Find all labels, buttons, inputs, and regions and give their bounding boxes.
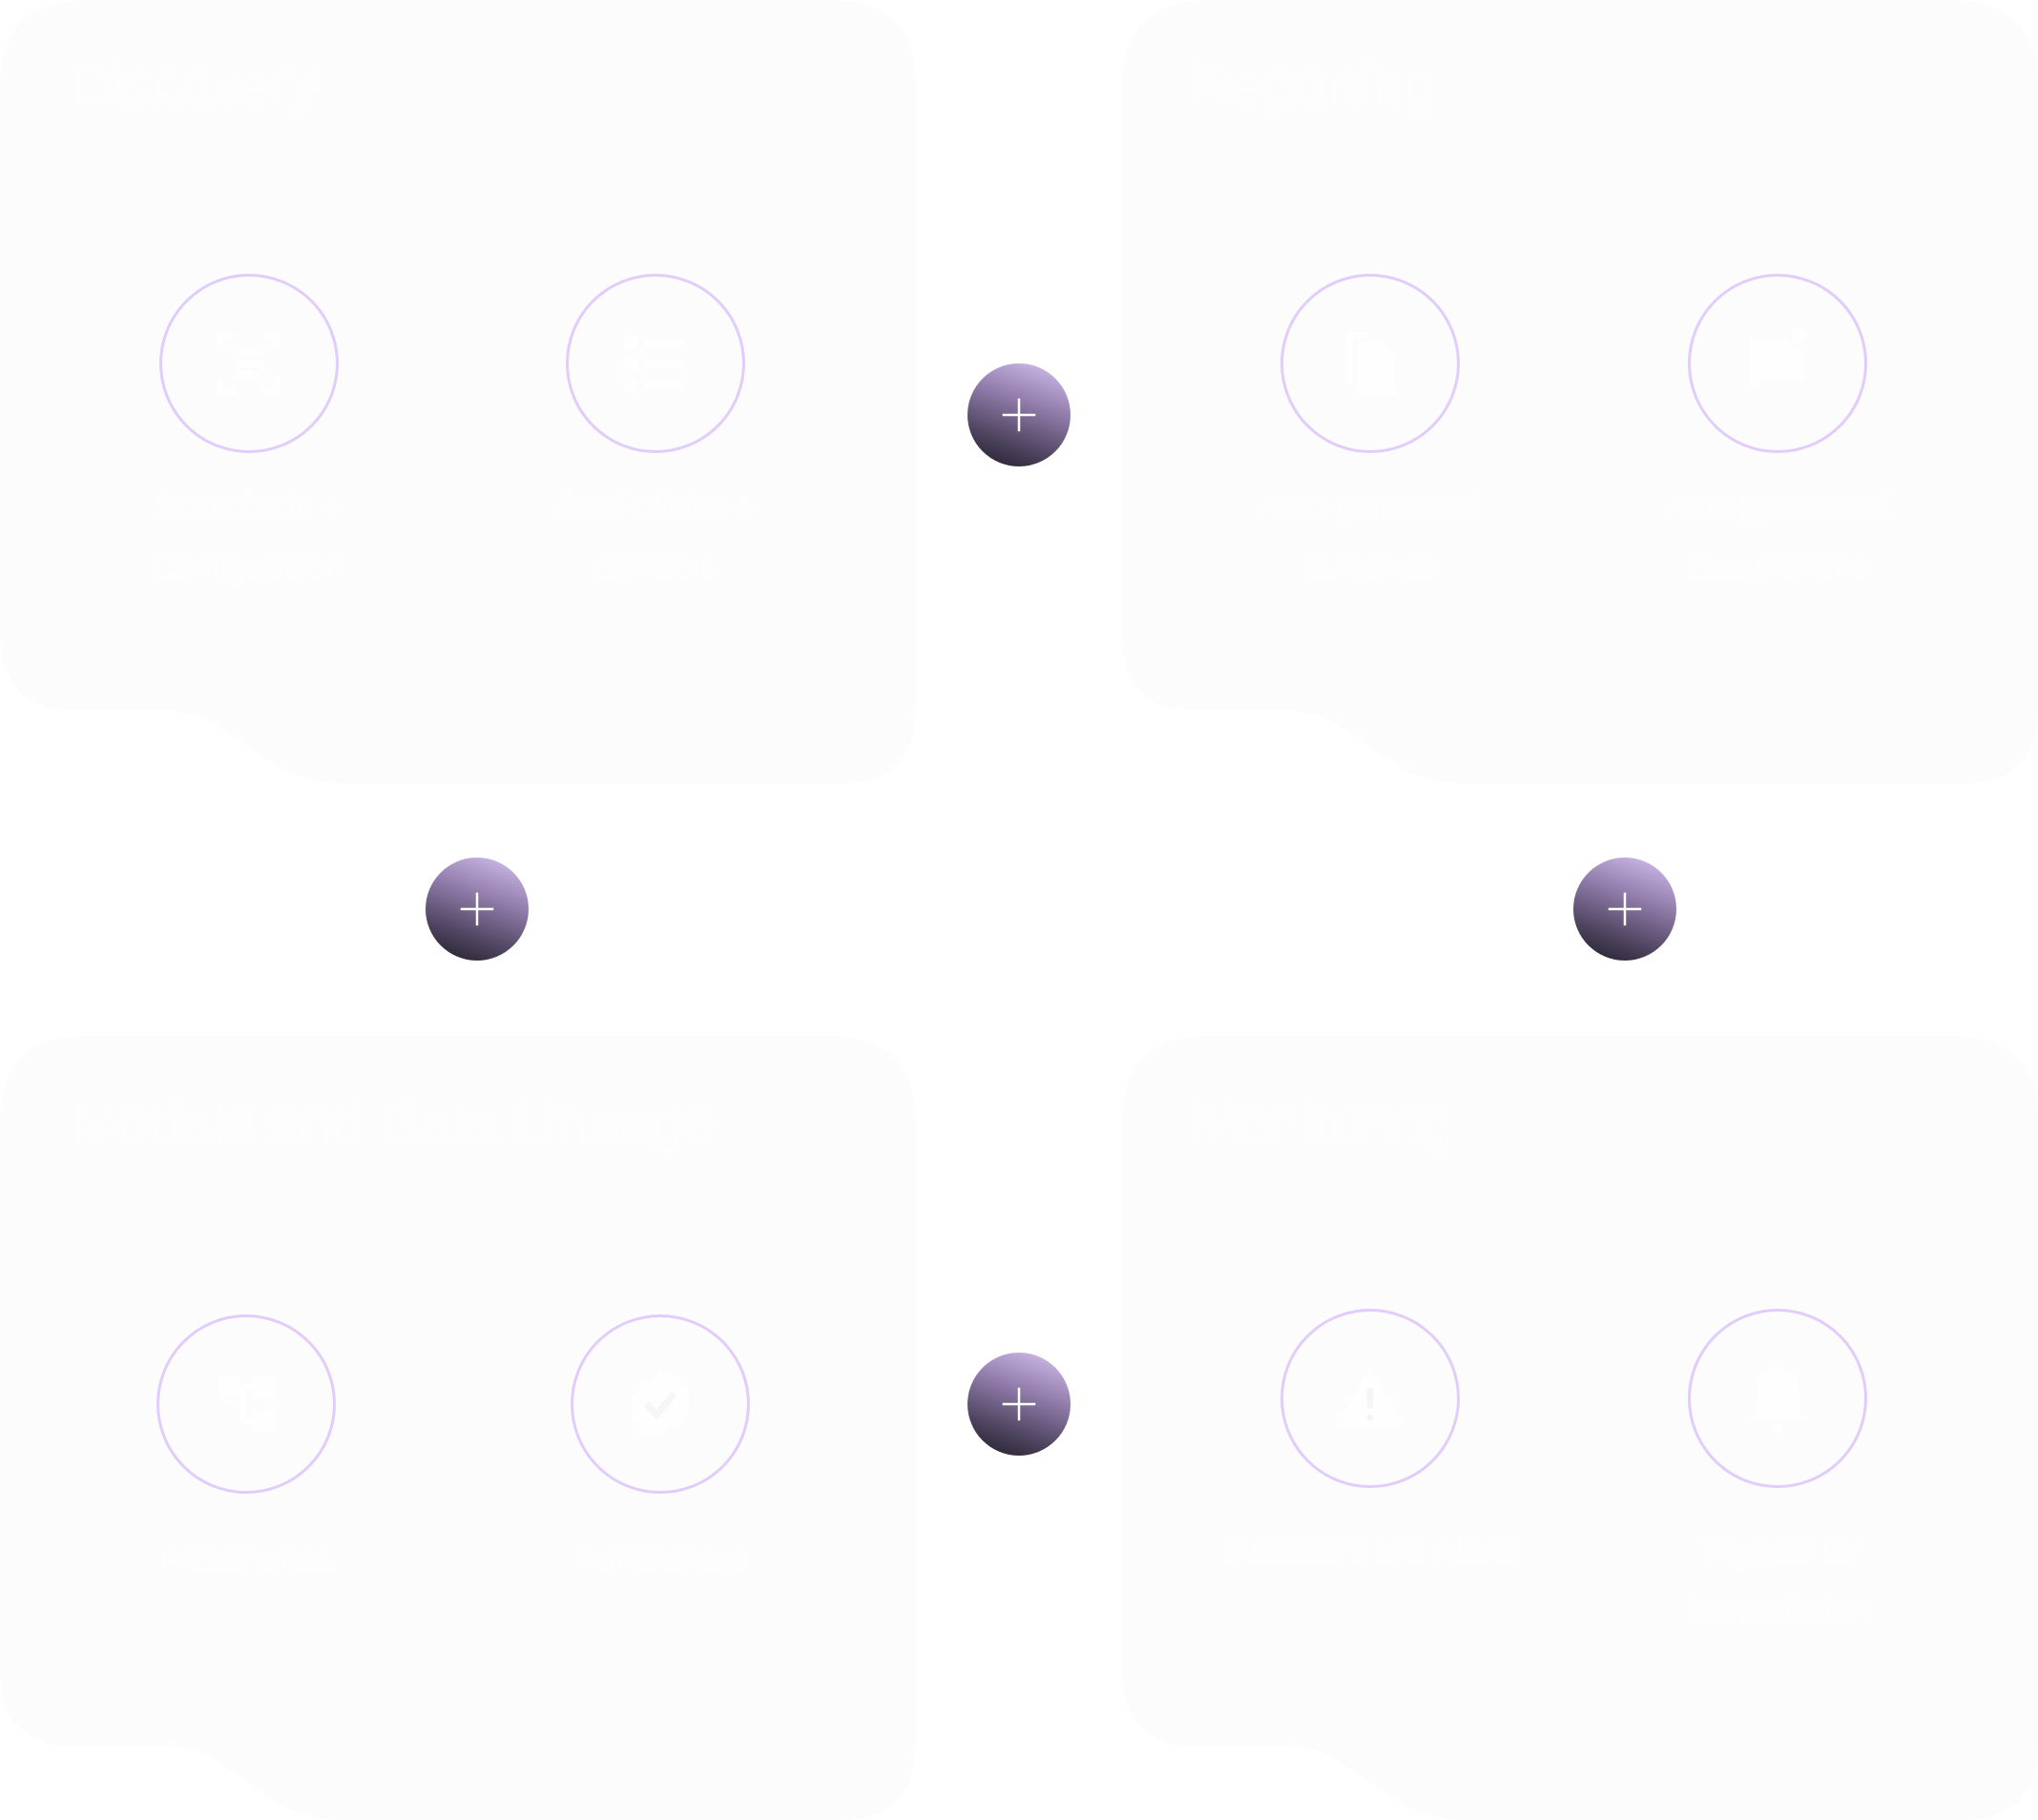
warning-icon	[1337, 1367, 1404, 1427]
section-title: Discovery	[72, 54, 319, 118]
section-title: Reporting	[1192, 54, 1436, 118]
message-notification-icon	[1749, 327, 1807, 392]
step-label: Scan Code + Configuration	[151, 488, 345, 588]
plus-icon	[1002, 398, 1036, 432]
section-card-reporting: Reporting Auto-generated Evidence Auto-g…	[1122, 0, 2038, 784]
step-label: Auto-generated Declarations	[1665, 488, 1890, 588]
step-label: Triggers for Remediation	[1686, 1531, 1869, 1630]
add-connector-button[interactable]	[1573, 858, 1676, 961]
step-label: Set Policies + Controls	[556, 488, 755, 588]
step-label: Notarization	[573, 1543, 747, 1580]
list-icon	[623, 335, 684, 392]
plus-icon	[1608, 892, 1642, 926]
step-label: Provenance	[159, 1543, 333, 1580]
step-icon-ring	[159, 274, 339, 453]
verified-badge-icon	[629, 1369, 692, 1439]
step-icon-ring	[566, 274, 745, 453]
step-icon-ring	[571, 1314, 750, 1494]
step-icon-ring	[1688, 1309, 1867, 1488]
step-icon-ring	[1688, 274, 1867, 453]
section-title: Models and Data Lineage	[72, 1090, 714, 1154]
documents-icon	[1345, 332, 1395, 395]
step-icon-ring	[156, 1314, 336, 1494]
lineage-icon	[218, 1375, 275, 1433]
section-card-discovery: Discovery Scan Code + Configuration Set …	[0, 0, 916, 784]
plus-icon	[1002, 1387, 1036, 1421]
add-connector-button[interactable]	[967, 363, 1071, 466]
scan-icon	[218, 332, 281, 395]
add-connector-button[interactable]	[967, 1353, 1071, 1456]
plus-icon	[460, 892, 494, 926]
section-title: Monitoring	[1192, 1090, 1455, 1154]
step-icon-ring	[1280, 1309, 1460, 1488]
step-label: Auto-generated Evidence	[1258, 488, 1483, 588]
step-icon-ring	[1280, 274, 1460, 453]
section-card-models-lineage: Models and Data Lineage Provenance Notar…	[0, 1036, 916, 1820]
add-connector-button[interactable]	[426, 858, 529, 961]
step-label: Indicators and Alerts	[1222, 1531, 1518, 1567]
bell-icon	[1749, 1363, 1806, 1435]
section-card-monitoring: Monitoring Indicators and Alerts Trigger…	[1122, 1036, 2038, 1820]
